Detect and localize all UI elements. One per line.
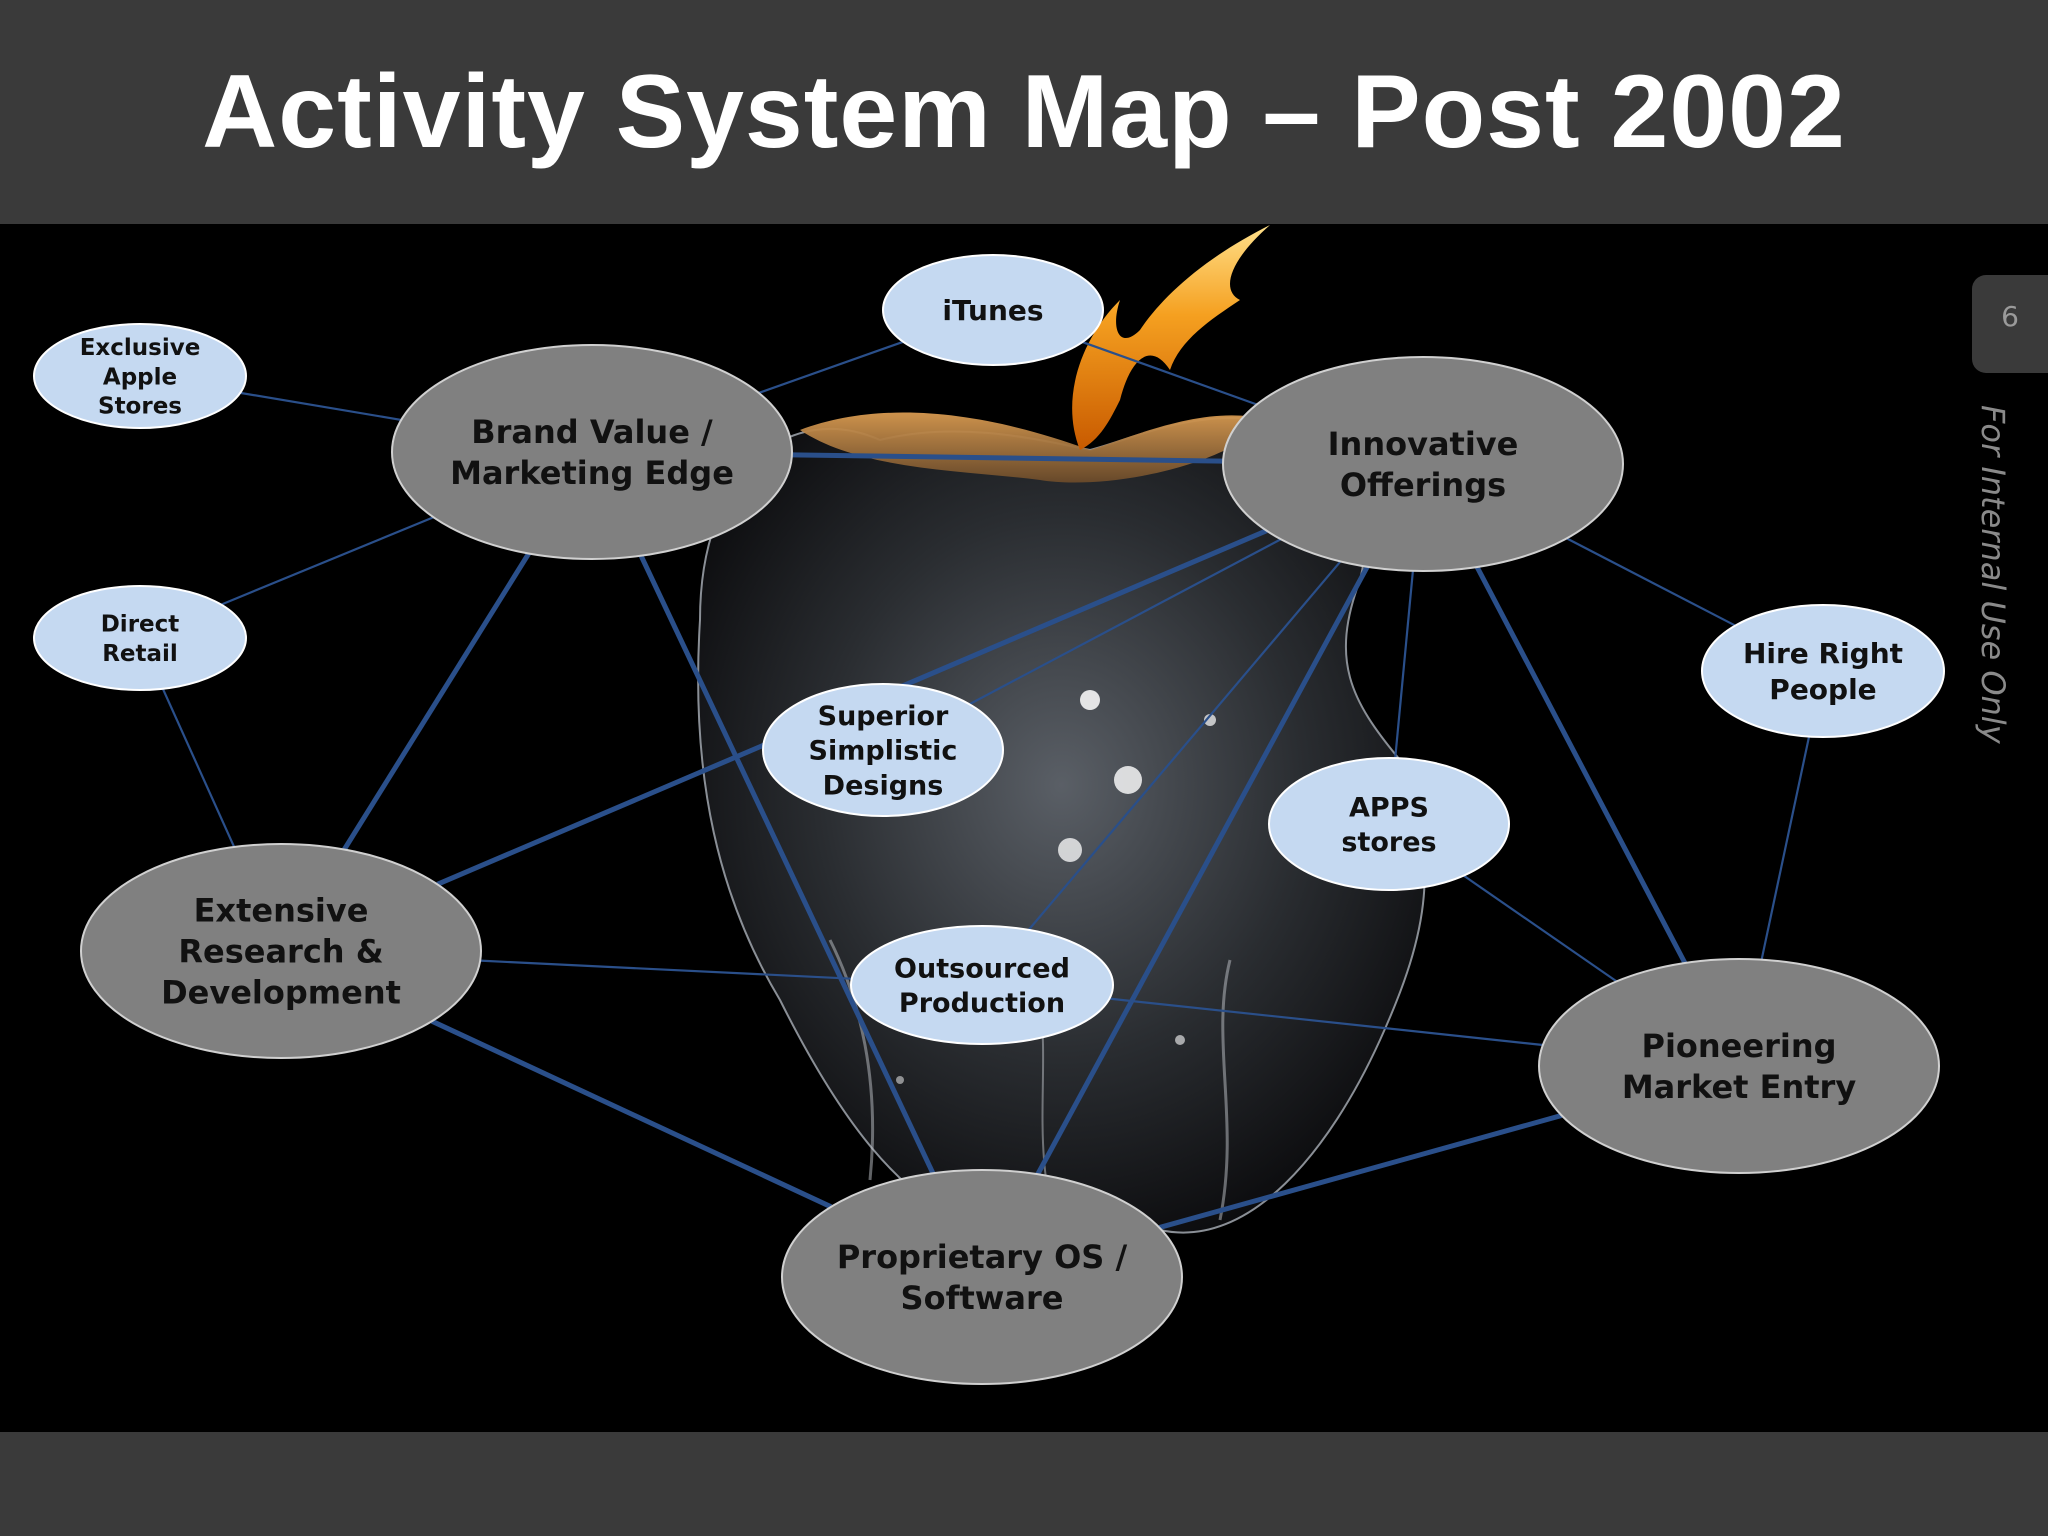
node-label: Extensive: [194, 892, 369, 930]
link-innovative-to-pioneering: [1474, 565, 1688, 965]
node-label: Research &: [178, 933, 383, 971]
page-number-tab: [1972, 275, 2048, 373]
node-label: Innovative: [1328, 425, 1519, 463]
internal-use-note: For Internal Use Only: [1974, 405, 2012, 744]
link-exclusive-stores-to-brand-value: [240, 391, 402, 422]
page-number: 6: [2001, 300, 2019, 333]
node-label: Stores: [98, 394, 182, 420]
node-label: Brand Value /: [471, 413, 713, 451]
node-label: iTunes: [942, 294, 1043, 327]
node-label: Simplistic: [809, 736, 958, 767]
node-shape: [33, 323, 247, 429]
node-brand-value: Brand Value /Marketing Edge: [391, 344, 793, 560]
link-innovative-to-hire-right: [1566, 537, 1736, 627]
node-shape: [882, 254, 1104, 366]
node-shape: [1268, 757, 1510, 891]
node-label: Production: [899, 988, 1065, 1019]
node-shape: [1701, 604, 1945, 738]
link-outsourced-to-pioneering: [1109, 997, 1544, 1047]
node-shape: [762, 683, 1004, 817]
node-label: Outsourced: [894, 953, 1070, 984]
link-innovative-to-proprietary-os: [1035, 565, 1370, 1176]
node-shape: [80, 843, 482, 1059]
node-label: Market Entry: [1622, 1068, 1857, 1106]
node-itunes: iTunes: [882, 254, 1104, 366]
slide-header: Activity System Map – Post 2002: [0, 0, 2048, 224]
link-hire-right-to-pioneering: [1760, 736, 1811, 960]
node-label: People: [1769, 673, 1876, 706]
node-proprietary-os: Proprietary OS /Software: [781, 1169, 1183, 1385]
link-research-to-outsourced: [480, 959, 852, 980]
node-label: Proprietary OS /: [837, 1238, 1128, 1276]
node-shape: [391, 344, 793, 560]
node-shape: [1538, 958, 1940, 1174]
link-innovative-to-superior-designs: [968, 538, 1282, 706]
node-label: Pioneering: [1641, 1027, 1836, 1065]
node-shape: [781, 1169, 1183, 1385]
apple-rim: [800, 412, 1270, 483]
link-brand-value-to-research: [342, 552, 531, 851]
link-innovative-to-apps-stores: [1394, 570, 1415, 759]
node-shape: [33, 585, 247, 691]
link-brand-value-to-innovative: [791, 452, 1224, 464]
link-research-to-proprietary-os: [430, 1018, 833, 1210]
node-label: Development: [161, 973, 401, 1011]
node-label: Marketing Edge: [450, 454, 734, 492]
flame-icon: [1072, 225, 1270, 450]
link-direct-retail-to-brand-value: [220, 516, 434, 606]
link-itunes-to-innovative: [1082, 340, 1258, 406]
node-label: Exclusive: [80, 335, 201, 361]
node-apps-stores: APPS stores: [1268, 757, 1510, 891]
node-label: Retail: [102, 641, 178, 667]
link-innovative-to-outsourced: [1027, 560, 1342, 931]
node-label: Offerings: [1340, 466, 1506, 504]
link-direct-retail-to-research: [161, 688, 236, 848]
node-label: stores: [1341, 827, 1436, 858]
node-label: Designs: [823, 770, 944, 801]
node-label: APPS: [1349, 792, 1429, 823]
slide-footer: [0, 1432, 2048, 1536]
node-shape: [1222, 356, 1624, 572]
links-layer: [161, 340, 1811, 1230]
node-label: Hire Right: [1743, 637, 1903, 670]
node-label: Apple: [103, 364, 177, 390]
link-brand-value-to-itunes: [758, 340, 904, 394]
link-apps-stores-to-pioneering: [1463, 874, 1618, 983]
node-label: Direct: [101, 612, 180, 638]
slide-title: Activity System Map – Post 2002: [202, 54, 1846, 170]
link-proprietary-os-to-pioneering: [1158, 1113, 1563, 1230]
node-label: Superior: [818, 701, 949, 732]
node-label: Software: [901, 1279, 1064, 1317]
node-shape: [850, 925, 1114, 1045]
glass-apple-illustration: [697, 225, 1426, 1241]
link-brand-value-to-proprietary-os: [638, 554, 936, 1175]
